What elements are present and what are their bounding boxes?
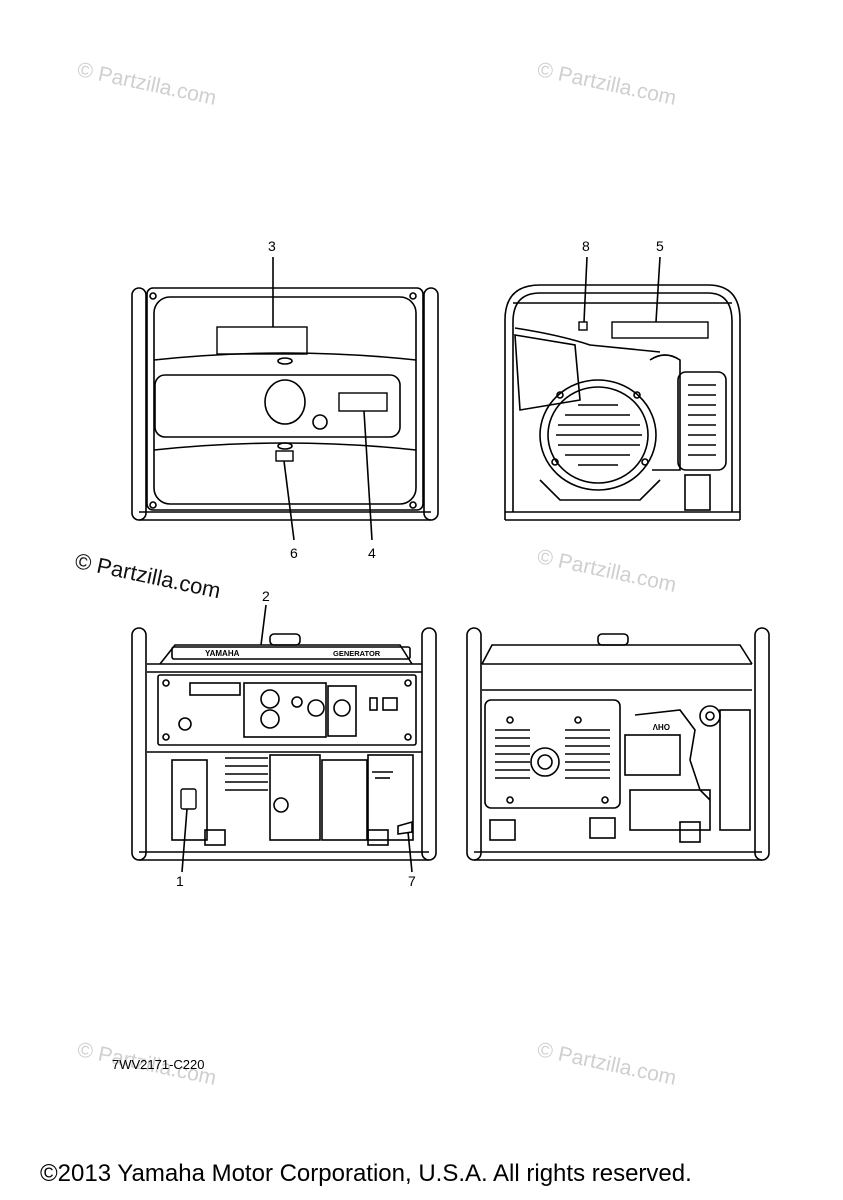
front-view xyxy=(131,257,439,541)
callout-5: 5 xyxy=(656,238,664,254)
callout-8: 8 xyxy=(582,238,590,254)
side-view-right xyxy=(504,256,741,521)
engine-side-view xyxy=(466,627,770,861)
callout-4: 4 xyxy=(368,545,376,561)
control-panel-view xyxy=(131,604,437,873)
part-code: 7WV2171-C220 xyxy=(112,1057,205,1072)
callout-7: 7 xyxy=(408,873,416,889)
brand-label: YAMAHA xyxy=(205,649,240,658)
model-label: GENERATOR xyxy=(333,649,381,658)
callout-3: 3 xyxy=(268,238,276,254)
callout-2: 2 xyxy=(262,588,270,604)
callout-6: 6 xyxy=(290,545,298,561)
callout-1: 1 xyxy=(176,873,184,889)
engine-mark-label: OHV xyxy=(652,722,670,731)
copyright-notice: ©2013 Yamaha Motor Corporation, U.S.A. A… xyxy=(40,1160,692,1187)
